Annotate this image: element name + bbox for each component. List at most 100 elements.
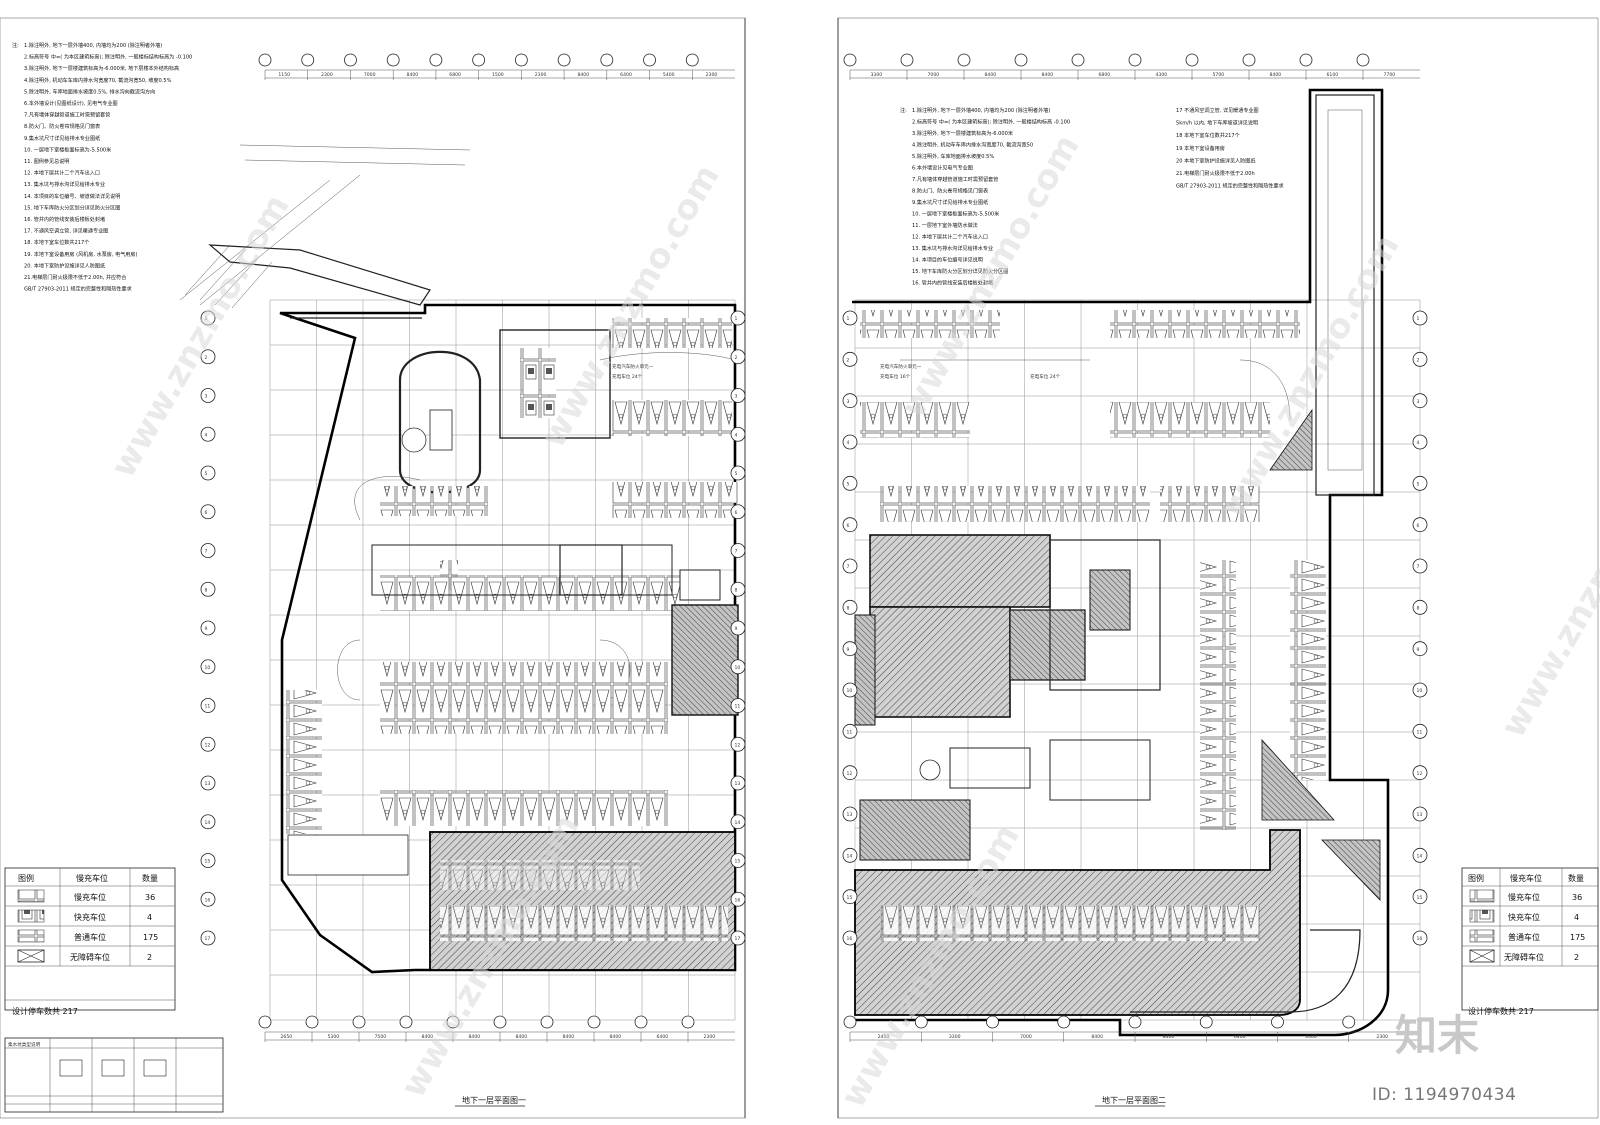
grid-bubble	[352, 1015, 366, 1029]
grid-row-bubble	[842, 599, 858, 615]
grid-row-label: 8	[205, 587, 208, 593]
legend-row-count: 36	[145, 893, 155, 902]
grid-row-bubble	[730, 930, 746, 946]
grid-row-bubble	[842, 847, 858, 863]
grid-bubble	[1356, 53, 1370, 67]
grid-row-bubble	[1412, 393, 1428, 409]
grid-bubble	[1242, 53, 1256, 67]
legend-row-name: 普通车位	[74, 932, 106, 942]
grid-row-bubble	[1412, 517, 1428, 533]
grid-row-label: 2	[205, 355, 208, 361]
note-line: 1.除注明外, 地下一层外墙400, 内墙均为200 (除注明者外墙)	[24, 42, 162, 49]
grid-bubble	[386, 53, 400, 67]
grid-row-bubble	[842, 517, 858, 533]
grid-row-label: 1	[847, 316, 850, 322]
dimension-label: 8400	[407, 72, 419, 78]
grid-row-bubble	[200, 543, 216, 558]
grid-bubble	[1342, 1015, 1356, 1029]
grid-row-bubble	[1412, 889, 1428, 905]
legend-row-count: 2	[147, 953, 152, 962]
grid-row-label: 10	[735, 665, 741, 671]
dimension-label: 5400	[663, 72, 675, 78]
dimension-label: 8400	[1163, 1034, 1175, 1040]
grid-bubble	[1071, 53, 1085, 67]
grid-bubble	[258, 53, 272, 67]
grid-bubble	[429, 53, 443, 67]
note-line: 19. 本地下室设备用房 (风机房, 水泵房, 电气用房)	[24, 251, 137, 258]
grid-row-bubble	[200, 891, 216, 907]
grid-bubble	[305, 1015, 319, 1029]
note-line: 3.除注明外, 地下一层楼建筑标高为-6.000米	[912, 130, 1013, 137]
grid-bubble	[446, 1015, 460, 1029]
dimension-label: 8400	[422, 1034, 434, 1040]
grid-row-bubble	[1412, 310, 1428, 326]
note-line: 16. 管井内的管线安装后楼板处封堵	[912, 280, 993, 287]
dimension-label: 2300	[321, 72, 333, 78]
grid-row-label: 11	[205, 704, 211, 710]
grid-row-label: 14	[735, 820, 741, 826]
grid-row-bubble	[842, 889, 858, 905]
grid-row-bubble	[842, 806, 858, 822]
legend-header: 数量	[1568, 873, 1584, 883]
dimension-label: 8400	[469, 1034, 481, 1040]
grid-row-bubble	[200, 581, 216, 597]
grid-row-label: 7	[735, 549, 738, 555]
grid-row-label: 11	[1417, 730, 1423, 736]
grid-row-label: 6	[847, 523, 850, 529]
grid-row-bubble	[1412, 682, 1428, 698]
note-line: 17. 不通风空调立管, 详见暖通专业图	[24, 228, 108, 235]
note-line: 5km/h 以内, 地下车库坡道详见说明	[1176, 120, 1258, 127]
grid-row-bubble	[842, 393, 858, 409]
grid-row-label: 9	[1417, 647, 1420, 653]
grid-row-label: 16	[1417, 936, 1423, 942]
note-line: 6.本外墙设计(见图纸设计), 见电气专业图	[24, 100, 118, 107]
grid-row-label: 1	[735, 316, 738, 322]
grid-bubble	[1199, 1015, 1213, 1029]
grid-bubble	[1271, 1015, 1284, 1029]
legend-row-name: 慢充车位	[74, 892, 106, 902]
grid-row-bubble	[200, 775, 216, 791]
grid-row-bubble	[200, 310, 216, 326]
grid-bubble	[258, 1015, 272, 1029]
grid-row-label: 2	[1417, 358, 1420, 364]
grid-bubble	[600, 53, 614, 67]
grid-row-label: 14	[205, 820, 211, 826]
legend-total: 设计停车数共 217	[1468, 1006, 1534, 1016]
dimension-label: 8400	[1042, 72, 1054, 78]
grid-row-bubble	[200, 930, 216, 946]
note-line: 6.本外墙设计见电气专业图	[912, 165, 973, 172]
legend-row-name: 快充车位	[1508, 912, 1540, 922]
grid-row-label: 6	[735, 510, 738, 516]
dimension-label: 7000	[364, 72, 376, 78]
dimension-label: 8400	[577, 72, 589, 78]
dimension-label: 8400	[1091, 1034, 1103, 1040]
legend-header: 图例	[18, 873, 34, 883]
sump-type-table: 集水坑类型说明	[4, 1037, 224, 1113]
dimension-label: 3300	[949, 1034, 961, 1040]
grid-row-bubble	[1412, 434, 1428, 450]
grid-row-bubble	[730, 736, 746, 752]
grid-row-bubble	[730, 814, 746, 830]
legend-header: 慢充车位	[76, 873, 108, 883]
grid-row-bubble	[1412, 765, 1428, 781]
dimension-label: 1500	[492, 72, 504, 78]
grid-row-label: 15	[735, 859, 741, 865]
grid-row-bubble	[200, 620, 216, 636]
grid-row-label: 12	[847, 771, 853, 777]
grid-row-label: 13	[1417, 812, 1423, 818]
general-notes: 1.除注明外, 地下一层外墙400, 内墙均为200 (除注明者外墙)2.标高符…	[912, 107, 1070, 287]
grid-row-bubble	[842, 558, 858, 574]
grid-row-bubble	[842, 765, 858, 781]
grid-row-bubble	[200, 426, 216, 442]
note-line: 8.防火门、防火卷帘规格见门窗表	[24, 123, 100, 130]
grid-bubble	[681, 1015, 695, 1029]
grid-row-label: 15	[847, 895, 853, 901]
grid-row-bubble	[730, 388, 746, 403]
note-line: 14. 本项目的车位编号、坡道做法详见说明	[24, 193, 120, 200]
legend-header: 慢充车位	[1510, 873, 1542, 883]
dimension-label: 8400	[516, 1034, 528, 1040]
grid-row-label: 12	[205, 742, 211, 748]
brand-logo: 知末	[1395, 1011, 1479, 1060]
grid-row-label: 9	[847, 647, 850, 653]
grid-bubble	[914, 1015, 928, 1029]
